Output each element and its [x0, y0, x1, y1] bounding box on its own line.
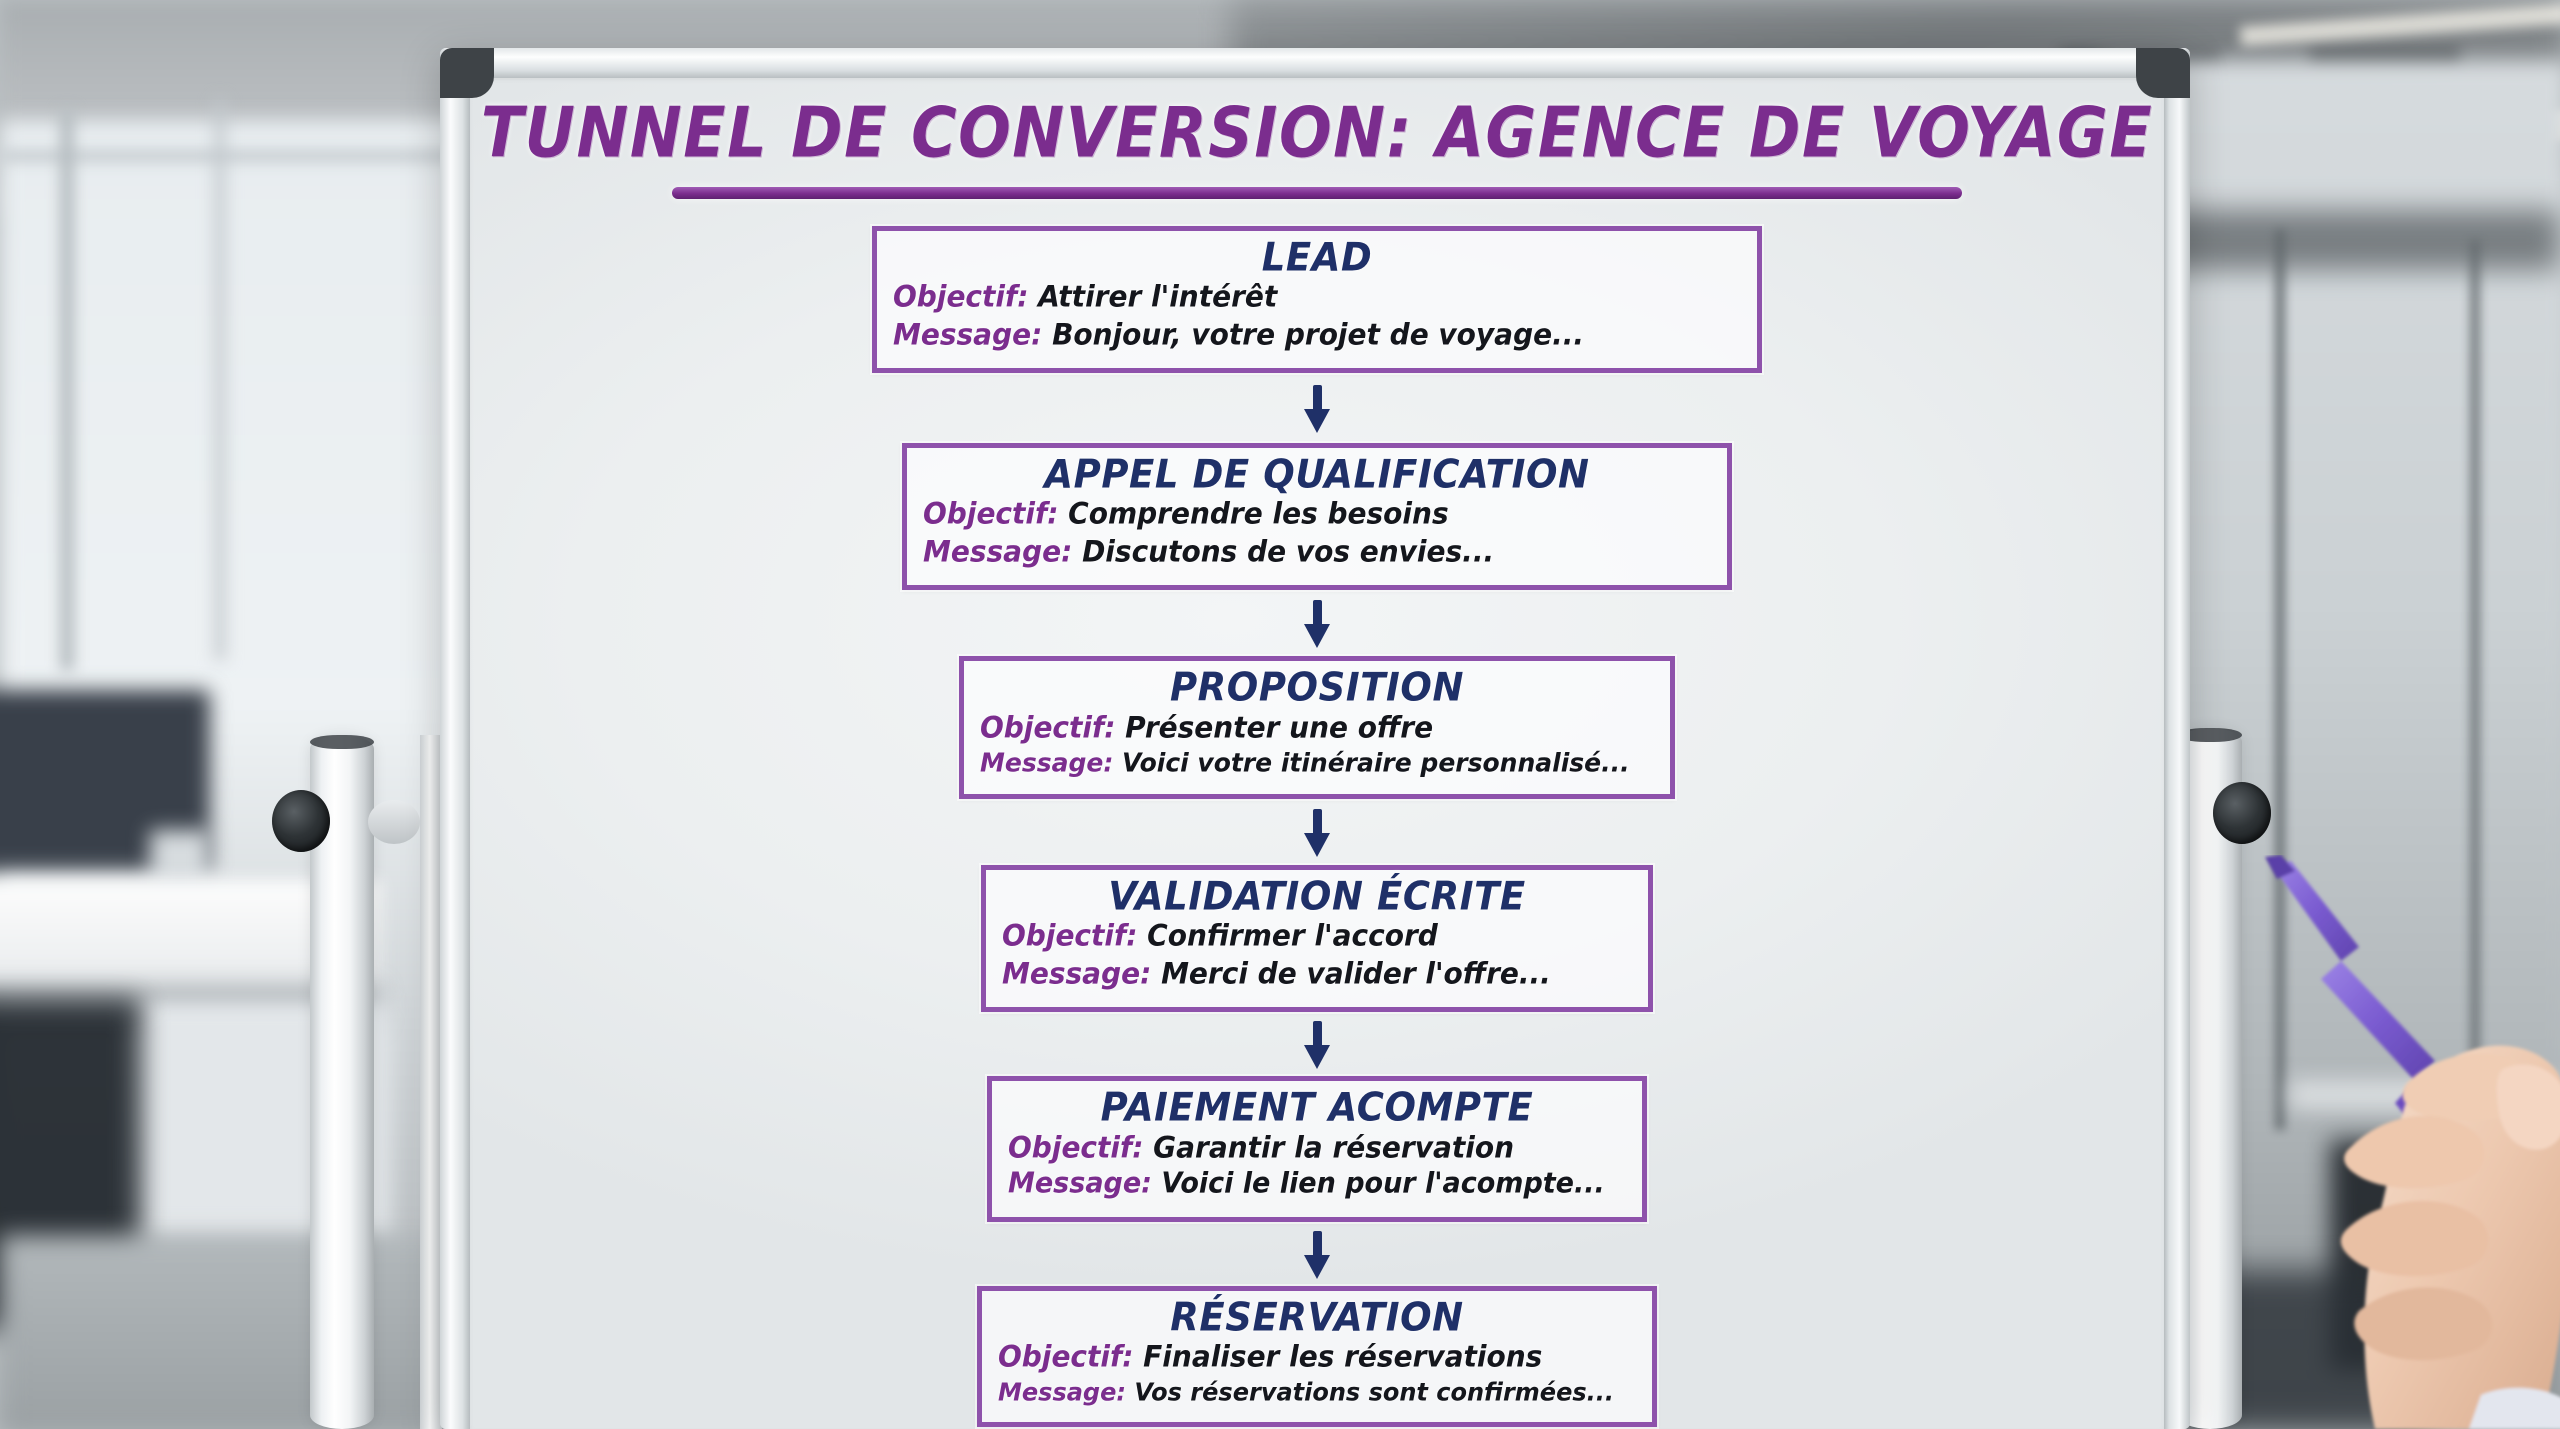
funnel-step-objectif: Objectif: Comprendre les besoins [923, 495, 1711, 534]
objectif-label: Objectif: [893, 279, 1029, 315]
arrow-head [1304, 624, 1330, 649]
whiteboard-frame-right [2164, 48, 2190, 1429]
arrow-head [1304, 1254, 1330, 1279]
window-mullion-vertical-1 [60, 110, 74, 670]
message-label: Message: [1008, 1167, 1152, 1200]
arrow-shaft [1313, 385, 1322, 416]
title-underline [672, 187, 1962, 199]
height-adjust-knob-left[interactable] [272, 790, 330, 852]
hand [2340, 1045, 2560, 1429]
message-label: Message: [1002, 956, 1152, 991]
funnel-step-message: Message: Voici votre itinéraire personna… [980, 746, 1654, 781]
objectif-value: Attirer l'intérêt [1038, 279, 1278, 315]
objectif-value: Comprendre les besoins [1068, 496, 1449, 532]
arrow-head [1304, 833, 1330, 858]
message-value: Voici le lien pour l'acompte... [1161, 1167, 1605, 1200]
message-label: Message: [998, 1377, 1126, 1407]
hand-marker-svg [2265, 855, 2560, 1429]
stand-cap-left [310, 735, 374, 749]
arrow-shaft [1313, 1230, 1322, 1261]
objectif-label: Objectif: [1008, 1129, 1144, 1165]
stand-cap-right [2178, 728, 2242, 742]
whiteboard: TUNNEL DE CONVERSION: AGENCE DE VOYAGE L… [440, 48, 2190, 1429]
funnel-step-title: LEAD [1261, 234, 1373, 281]
arrow-head [1304, 1045, 1330, 1070]
flow-arrow-down-icon [1304, 809, 1330, 858]
whiteboard-frame-left [440, 48, 470, 1429]
objectif-value: Garantir la réservation [1153, 1129, 1515, 1165]
message-value: Voici votre itinéraire personnalisé... [1122, 747, 1630, 778]
glass-partition-2 [2275, 230, 2285, 1130]
flow-arrow-down-icon [1304, 1230, 1330, 1279]
message-label: Message: [923, 534, 1073, 569]
window-mullion-vertical-2 [215, 100, 225, 660]
whiteboard-stand-left [310, 735, 374, 1429]
funnel-step-title: RÉSERVATION [1170, 1294, 1464, 1341]
diagram-title-block: TUNNEL DE CONVERSION: AGENCE DE VOYAGE [470, 92, 2164, 199]
message-value: Vos réservations sont confirmées... [1134, 1377, 1614, 1407]
message-label: Message: [893, 317, 1043, 352]
arrow-head [1304, 409, 1330, 434]
arrow-shaft [1313, 600, 1322, 631]
whiteboard-corner-top-left [440, 48, 494, 98]
whiteboard-corner-top-right [2136, 48, 2190, 98]
funnel-step-title: APPEL DE QUALIFICATION [1044, 451, 1590, 498]
flow-arrow-down-icon [1304, 600, 1330, 649]
objectif-label: Objectif: [998, 1339, 1134, 1374]
objectif-value: Finaliser les réservations [1143, 1339, 1543, 1374]
whiteboard-frame-top [440, 48, 2190, 78]
funnel-step-objectif: Objectif: Garantir la réservation [1008, 1128, 1626, 1167]
funnel-step-objectif: Objectif: Attirer l'intérêt [893, 278, 1741, 317]
funnel-step-message: Message: Voici le lien pour l'acompte... [1008, 1166, 1626, 1204]
objectif-value: Présenter une offre [1125, 709, 1434, 745]
height-adjust-knob-right[interactable] [2213, 782, 2271, 844]
funnel-step-objectif: Objectif: Présenter une offre [980, 708, 1654, 747]
objectif-value: Confirmer l'accord [1147, 918, 1438, 954]
funnel-step-title: PROPOSITION [1169, 664, 1465, 711]
objectif-label: Objectif: [980, 709, 1116, 745]
arrow-shaft [1313, 1021, 1322, 1052]
funnel-step-title: PAIEMENT ACOMPTE [1100, 1084, 1534, 1131]
funnel-step-objectif: Objectif: Finaliser les réservations [998, 1337, 1636, 1376]
message-value: Bonjour, votre projet de voyage... [1052, 317, 1585, 352]
funnel-step-message: Message: Discutons de vos envies... [923, 533, 1711, 572]
funnel-step-objectif: Objectif: Confirmer l'accord [1002, 917, 1632, 956]
message-value: Merci de valider l'offre... [1161, 956, 1551, 991]
whiteboard-drawing-area: TUNNEL DE CONVERSION: AGENCE DE VOYAGE L… [470, 78, 2164, 1429]
hand-with-marker [2255, 855, 2560, 1429]
flow-arrow-down-icon [1304, 1021, 1330, 1070]
page-title: TUNNEL DE CONVERSION: AGENCE DE VOYAGE [480, 91, 2154, 174]
funnel-step-message: Message: Merci de valider l'offre... [1002, 955, 1632, 994]
window-mullion-horizontal [0, 150, 470, 162]
office-floor [0, 1235, 470, 1429]
funnel-step-message: Message: Vos réservations sont confirmée… [998, 1375, 1636, 1409]
stand-peg-left [368, 800, 420, 844]
stand-rail-left [420, 735, 442, 1429]
arrow-shaft [1313, 809, 1322, 840]
glass-partition-3 [2470, 240, 2480, 1140]
right-upper-shadow [2150, 210, 2560, 270]
objectif-label: Objectif: [923, 496, 1059, 532]
funnel-step-title: VALIDATION ÉCRITE [1108, 873, 1526, 920]
flow-arrow-down-icon [1304, 385, 1330, 434]
message-value: Discutons de vos envies... [1082, 534, 1495, 569]
message-label: Message: [980, 747, 1114, 778]
funnel-step-message: Message: Bonjour, votre projet de voyage… [893, 315, 1741, 354]
objectif-label: Objectif: [1002, 918, 1138, 954]
